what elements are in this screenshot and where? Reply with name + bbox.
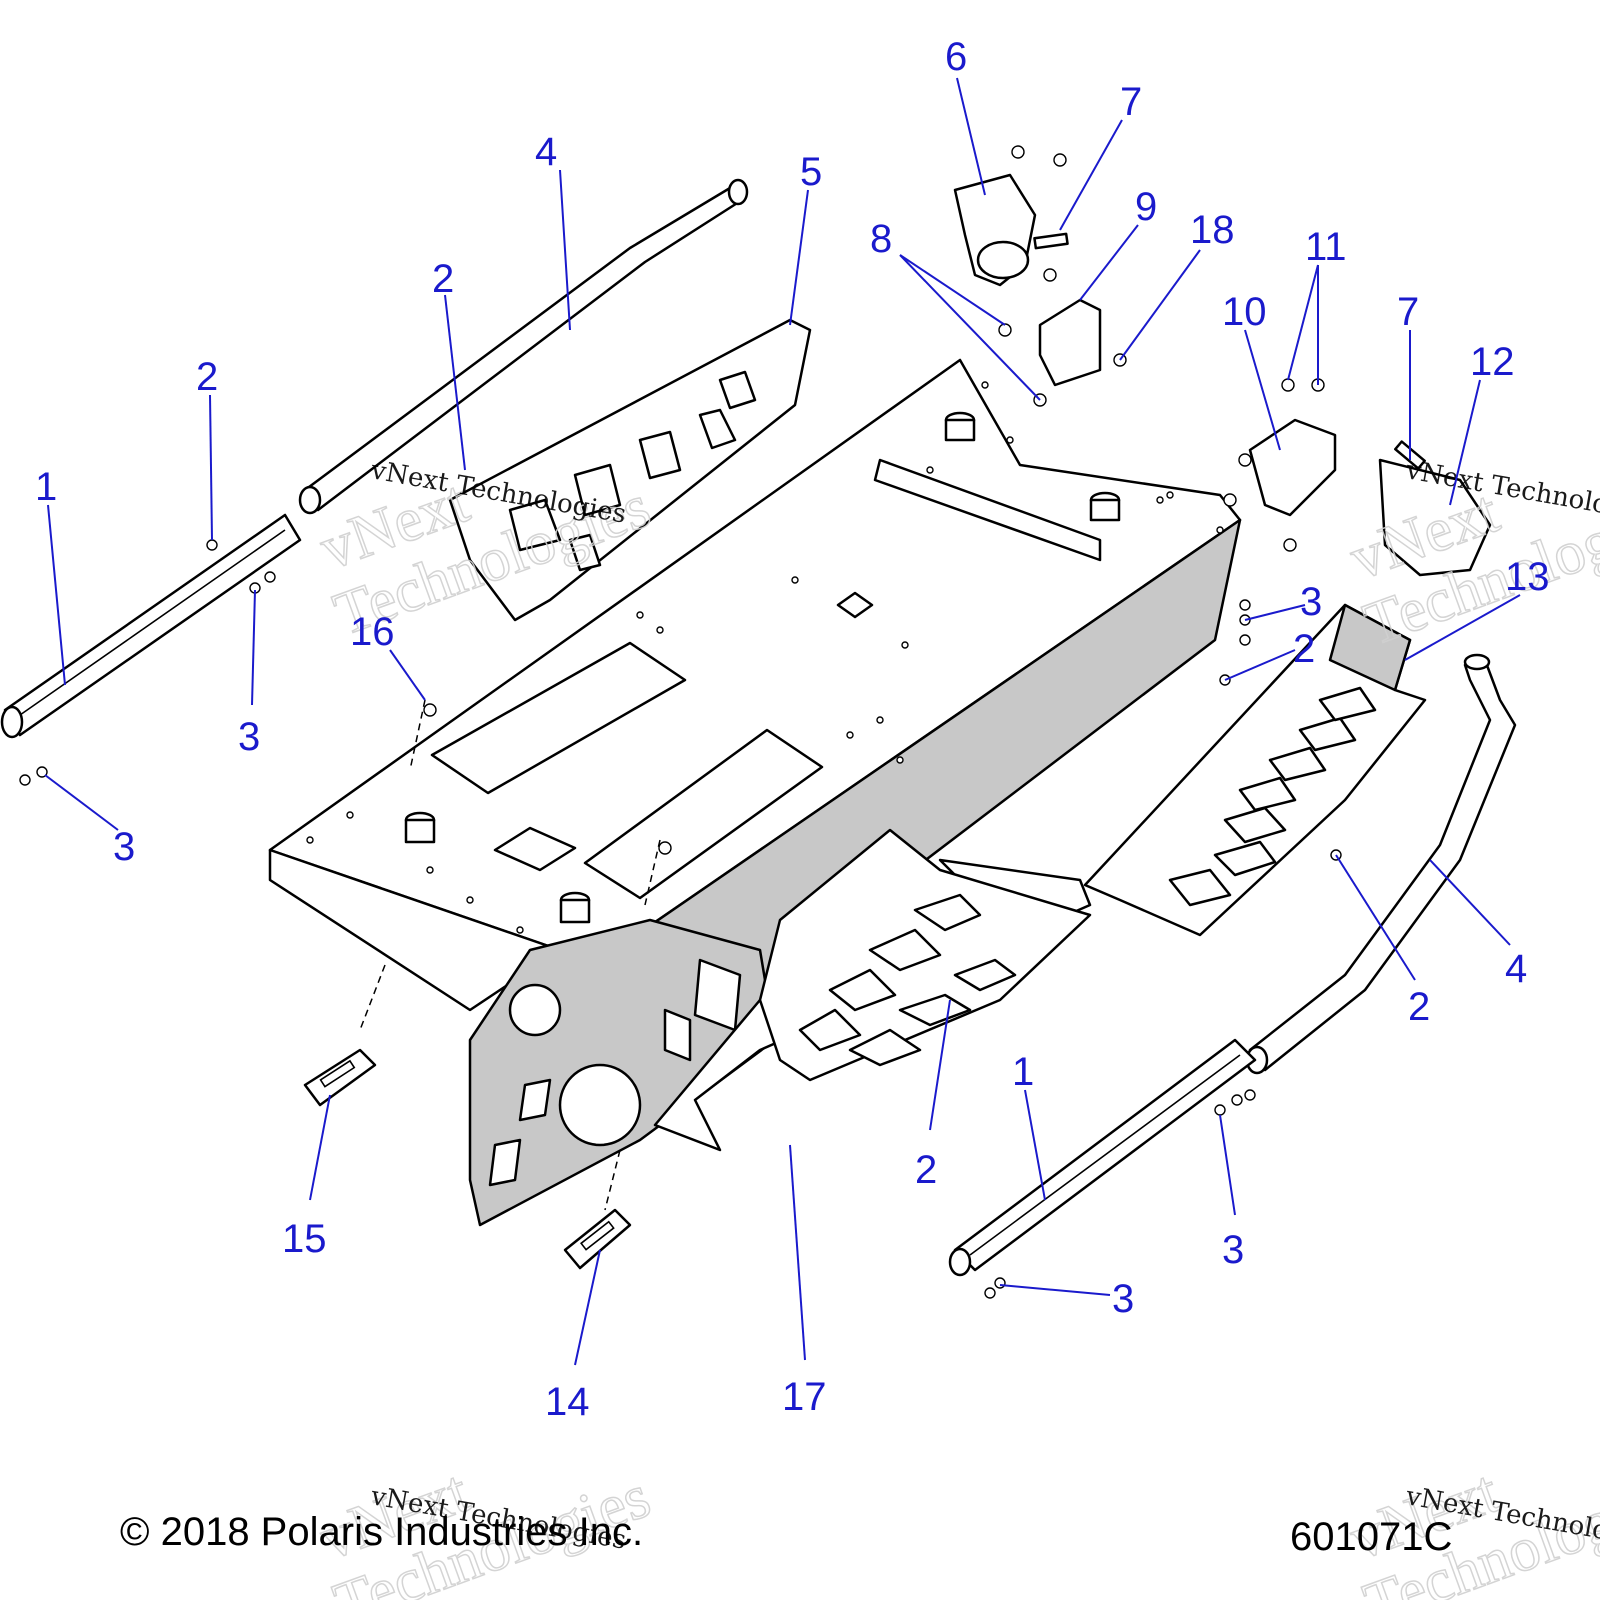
bracket-12 (1378, 458, 1492, 577)
rail-left (0, 513, 302, 739)
callout-3-bottom: 3 (1112, 1277, 1134, 1321)
deck-holes (306, 381, 1224, 934)
small-decal (493, 826, 577, 872)
callout-labels: 6 7 4 5 9 18 8 11 2 2 10 7 12 1 13 3 16 … (35, 35, 1550, 1424)
callout-4: 4 (535, 130, 557, 174)
callout-8: 8 (870, 217, 892, 261)
callout-1-left: 1 (35, 465, 57, 509)
callout-13: 13 (1505, 555, 1550, 599)
callout-4-right: 4 (1505, 947, 1527, 991)
skid-plate-14 (563, 1208, 632, 1270)
callout-1-right: 1 (1012, 1050, 1034, 1094)
running-board-right-rear (1083, 603, 1427, 937)
callout-16: 16 (350, 610, 395, 654)
tunnel-rear-flange (268, 848, 562, 1012)
callout-7: 7 (1120, 80, 1142, 124)
callout-17: 17 (782, 1375, 827, 1419)
callout-2-right-upper: 2 (1293, 627, 1315, 671)
callout-18: 18 (1190, 208, 1235, 252)
bracket-6 (953, 173, 1037, 287)
callout-3-left-low: 3 (113, 825, 135, 869)
bearing-hole (558, 1063, 642, 1147)
rail-tube-right (1245, 653, 1517, 1075)
tunnel-assembly (268, 358, 1242, 1227)
small-plate (836, 591, 874, 619)
traction-cutouts-right (798, 893, 1017, 1067)
callout-3-left-mid: 3 (238, 715, 260, 759)
running-board-left (448, 318, 812, 622)
rail-right (948, 1038, 1257, 1277)
callout-9: 9 (1135, 185, 1157, 229)
rear-crossbar (873, 458, 1102, 562)
upper-hole (508, 983, 562, 1037)
callout-15: 15 (282, 1217, 327, 1261)
bracket-10 (1248, 418, 1337, 517)
callout-2-top-left: 2 (432, 257, 454, 301)
traction-cutouts-rear (1168, 686, 1377, 907)
rail-tube-left (298, 178, 749, 515)
callout-11: 11 (1305, 225, 1347, 269)
decal-panel-2 (583, 728, 824, 900)
callout-7-right: 7 (1397, 290, 1419, 334)
leader-lines (44, 77, 1521, 1366)
fasteners (19, 145, 1426, 1299)
callout-14: 14 (545, 1380, 590, 1424)
callout-2-right: 2 (1408, 985, 1430, 1029)
diagram-number: 601071C (1290, 1515, 1452, 1559)
callout-3-bottom-right: 3 (1222, 1228, 1244, 1272)
copyright-text: © 2018 Polaris Industries Inc. (120, 1510, 643, 1554)
callout-12: 12 (1470, 340, 1515, 384)
mount-posts (404, 411, 1121, 924)
callout-10: 10 (1222, 290, 1267, 334)
callout-5: 5 (800, 150, 822, 194)
callout-2-bottom: 2 (915, 1148, 937, 1192)
callout-2-left: 2 (196, 355, 218, 399)
callout-3-right-upper: 3 (1300, 580, 1322, 624)
skid-plate-15 (303, 1048, 377, 1107)
bracket-9 (1038, 298, 1102, 387)
callout-6: 6 (945, 35, 967, 79)
decal-panel-1 (430, 641, 687, 795)
